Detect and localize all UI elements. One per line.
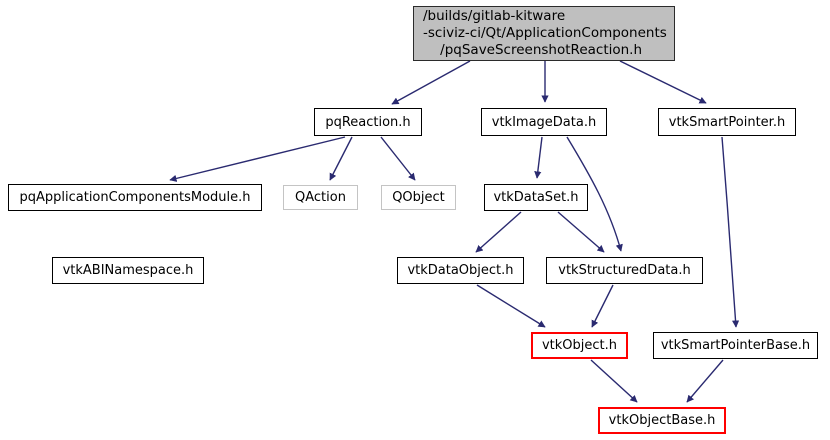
graph-edge-vtkSmartPointer-to-vtkSmartPointerBase — [721, 136, 740, 328]
graph-edge-vtkStructuredData-to-vtkObject — [591, 284, 614, 328]
graph-node-QAction[interactable]: QAction — [283, 185, 358, 210]
graph-edge-vtkDataObject-to-vtkObject — [476, 284, 546, 328]
graph-node-vtkSmartPointer[interactable]: vtkSmartPointer.h — [658, 108, 796, 136]
graph-node-pqApplicationComponentsModule[interactable]: pqApplicationComponentsModule.h — [8, 184, 262, 211]
graph-node-vtkDataSet[interactable]: vtkDataSet.h — [484, 184, 588, 211]
graph-edge-root-to-pqReaction — [391, 60, 471, 105]
graph-node-vtkImageData[interactable]: vtkImageData.h — [481, 108, 607, 136]
graph-edges — [169, 60, 740, 403]
graph-edge-pqReaction-to-QAction — [329, 136, 353, 181]
graph-node-QObject[interactable]: QObject — [381, 185, 456, 210]
graph-edge-root-to-vtkSmartPointer — [619, 60, 707, 104]
graph-edge-vtkDataSet-to-vtkStructuredData — [557, 211, 605, 253]
graph-node-vtkABINamespace[interactable]: vtkABINamespace.h — [52, 257, 204, 284]
graph-node-vtkDataObject[interactable]: vtkDataObject.h — [397, 257, 524, 284]
graph-node-vtkStructuredData[interactable]: vtkStructuredData.h — [546, 257, 703, 284]
graph-edge-vtkImageData-to-vtkDataSet — [534, 136, 543, 179]
graph-edge-pqReaction-to-QObject — [380, 136, 416, 181]
graph-edge-vtkSmartPointerBase-to-vtkObjectBase — [686, 359, 724, 403]
graph-edge-vtkDataSet-to-vtkDataObject — [475, 211, 522, 253]
graph-node-pqReaction[interactable]: pqReaction.h — [314, 108, 422, 136]
graph-node-vtkObjectBase[interactable]: vtkObjectBase.h — [598, 407, 726, 434]
graph-node-vtkSmartPointerBase[interactable]: vtkSmartPointerBase.h — [653, 332, 818, 359]
graph-edge-vtkObject-to-vtkObjectBase — [590, 359, 638, 403]
graph-node-vtkObject[interactable]: vtkObject.h — [531, 332, 628, 359]
graph-node-root[interactable]: /builds/gitlab-kitware -sciviz-ci/Qt/App… — [413, 6, 675, 61]
graph-edge-pqReaction-to-pqApplicationComponentsModule — [169, 136, 346, 182]
